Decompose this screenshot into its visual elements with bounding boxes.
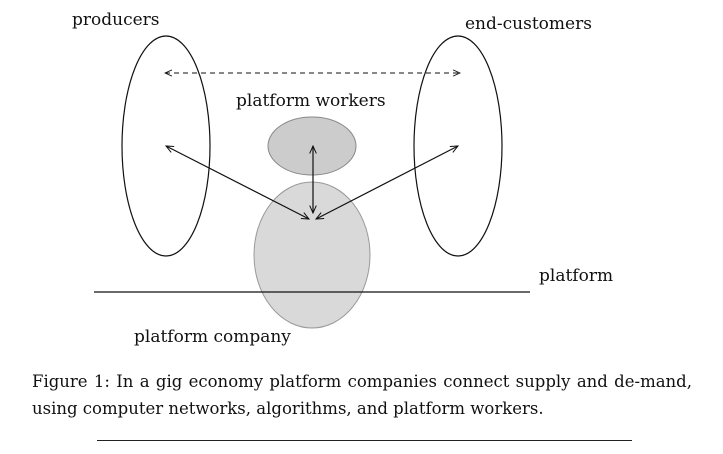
platform-company-oval <box>253 181 371 329</box>
producers-platform-arrow <box>166 146 309 219</box>
customers-platform-arrow <box>316 146 458 219</box>
producers-label: producers <box>72 10 160 30</box>
platform-label: platform <box>539 266 613 286</box>
platform-company-label: platform company <box>134 327 291 347</box>
footnote-rule <box>97 440 632 441</box>
figure-caption: Figure 1: In a gig economy platform comp… <box>32 372 692 418</box>
end-customers-label: end-customers <box>465 14 592 34</box>
platform-workers-label: platform workers <box>236 91 386 111</box>
platform-workers-oval <box>267 116 357 176</box>
